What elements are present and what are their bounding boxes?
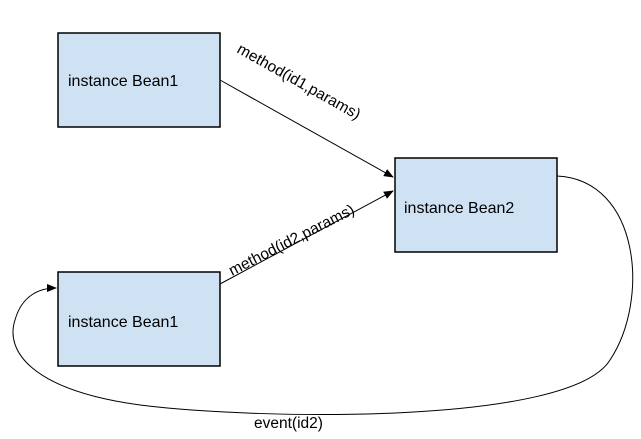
- edge-call-id1-line: [219, 79, 394, 178]
- node-bean1-bottom-box: [57, 271, 221, 367]
- node-bean1-bottom: instance Bean1: [57, 271, 221, 367]
- edge-call-id2: method(id2,params): [219, 190, 394, 285]
- node-bean1-top-label: instance Bean1: [68, 73, 178, 90]
- edge-call-id1-label: method(id1,params): [234, 41, 363, 124]
- node-bean2: instance Bean2: [394, 157, 558, 253]
- edge-event-id2-path: [12, 175, 634, 415]
- edge-event-id2: event(id2): [12, 175, 634, 432]
- node-bean1-bottom-label: instance Bean1: [68, 314, 178, 331]
- edge-call-id1: method(id1,params): [219, 41, 394, 178]
- node-bean2-label: instance Bean2: [404, 200, 514, 217]
- edge-call-id2-line: [219, 190, 394, 285]
- node-bean2-box: [394, 157, 558, 253]
- edge-event-id2-label: event(id2): [254, 415, 323, 432]
- edge-call-id2-label: method(id2,params): [226, 201, 357, 279]
- node-bean1-top: instance Bean1: [57, 32, 221, 128]
- node-bean1-top-box: [57, 32, 221, 128]
